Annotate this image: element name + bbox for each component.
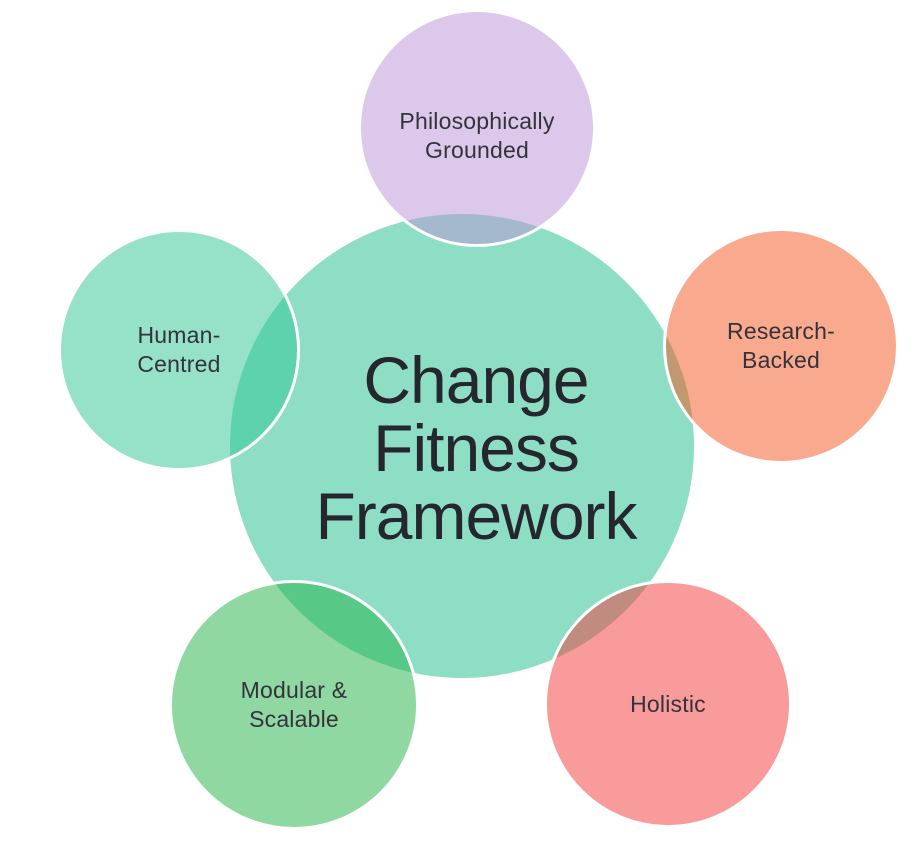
philosophically-grounded-label: Philosophically Grounded [399, 108, 555, 163]
research-backed-label: Research- Backed [727, 318, 835, 373]
circle-philosophically-grounded: Philosophically Grounded [358, 9, 596, 247]
circle-human-centred: Human- Centred [58, 229, 300, 471]
circle-modular-scalable: Modular & Scalable [169, 580, 419, 830]
modular-scalable-label: Modular & Scalable [240, 677, 348, 732]
center-circle-label: Change Fitness Framework [315, 343, 637, 553]
holistic-label: Holistic [630, 690, 706, 717]
human-centred-label: Human- Centred [137, 322, 221, 377]
circle-research-backed: Research- Backed [663, 228, 899, 464]
circle-holistic: Holistic [544, 580, 792, 828]
